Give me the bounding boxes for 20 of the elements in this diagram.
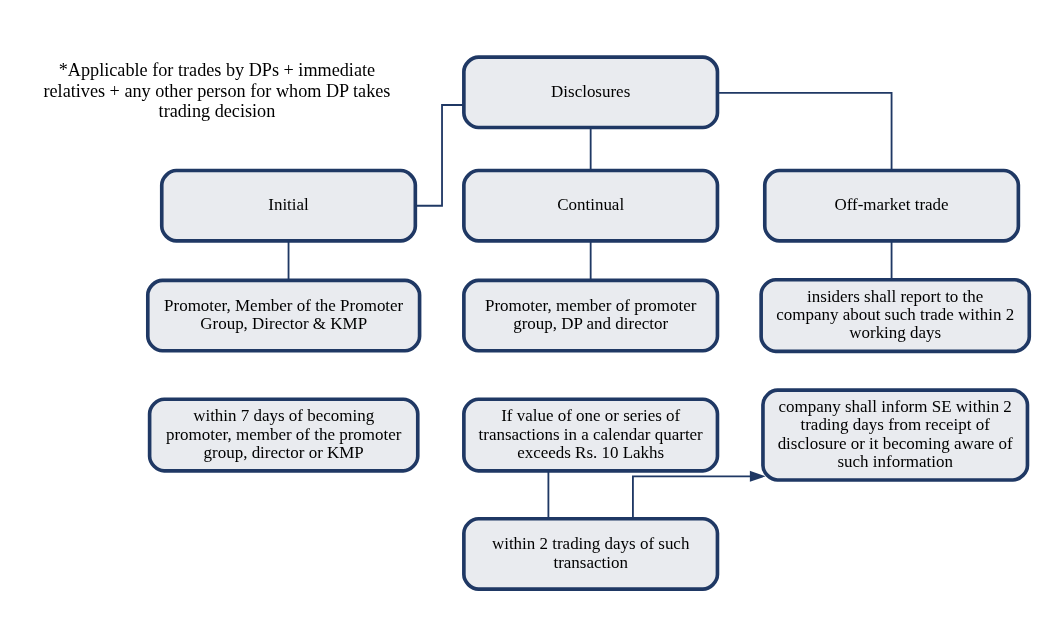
node-box: Continual	[462, 168, 720, 243]
node-box: Promoter, member of promoter group, DP and director	[462, 278, 720, 353]
label: *Applicable for trades by DPs + immediate relatives + any other person for whom DP takes trading decision	[43, 59, 391, 122]
node-box: within 2 trading days of such transaction	[462, 516, 720, 591]
node-box: Promoter, Member of the Promoter Group, Director & KMP	[145, 278, 422, 353]
node-box: Disclosures	[462, 55, 720, 130]
connector	[287, 240, 290, 282]
connector	[890, 240, 893, 281]
connector	[716, 92, 893, 172]
node-box: If value of one or series of transactions in a calendar quarter exceeds Rs. 10 Lakhs	[462, 397, 720, 473]
connector	[589, 126, 592, 172]
node-box: within 7 days of becoming promoter, member of the promoter group, director or KMP	[147, 397, 420, 473]
node-box: Off-market trade	[762, 168, 1021, 243]
node-box: Initial	[159, 168, 418, 243]
connector	[414, 104, 465, 207]
connector	[589, 240, 592, 282]
node-box: company shall inform SE within 2 trading days from receipt of disclosure or it becoming aware of such information	[761, 388, 1030, 482]
node-box: insiders shall report to the company about such trade within 2 working days	[759, 277, 1032, 354]
arrow	[632, 470, 766, 520]
connector	[547, 470, 550, 520]
